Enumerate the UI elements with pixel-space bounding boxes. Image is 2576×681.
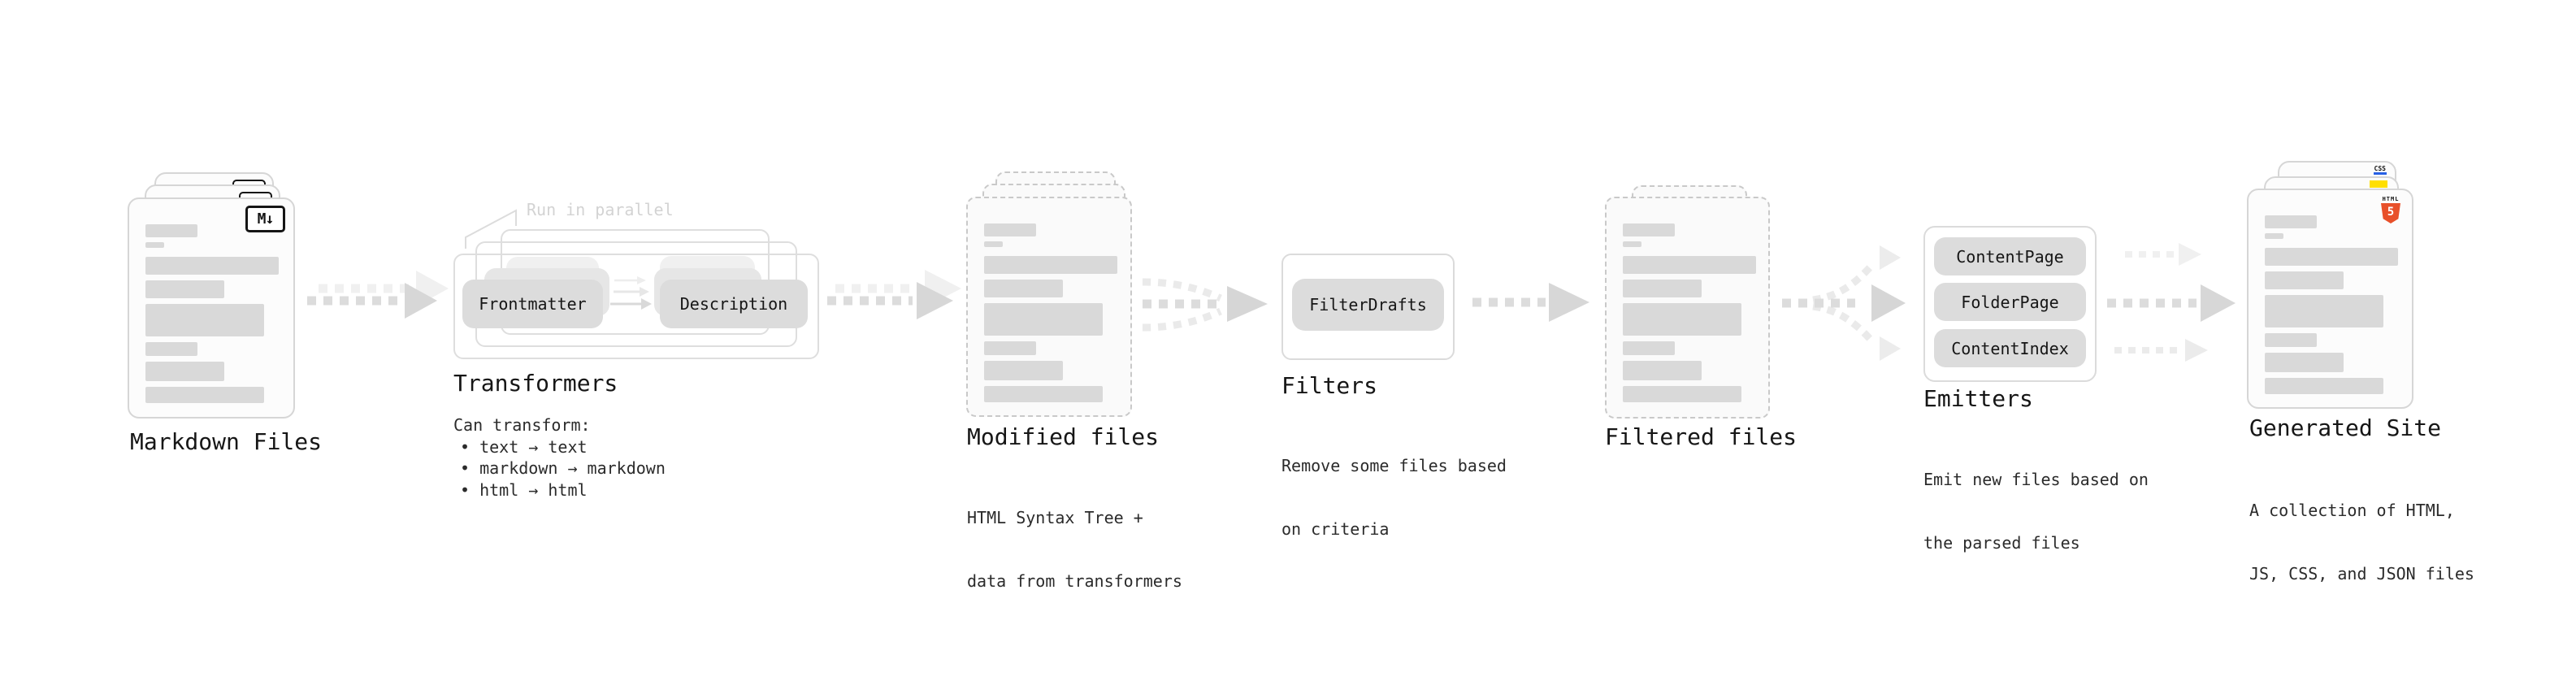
stage-title-filters: Filters (1281, 372, 1378, 399)
placeholder-line (2265, 271, 2344, 289)
parallel-arrows-icon (610, 276, 652, 310)
stage-title-markdown-files: Markdown Files (130, 428, 323, 455)
document-card-front (1605, 197, 1770, 419)
placeholder-line (1623, 303, 1741, 336)
placeholder-line (984, 341, 1036, 355)
placeholder-line (1623, 386, 1741, 402)
placeholder-line (1623, 280, 1702, 297)
stage-title-modified-files: Modified files (967, 423, 1160, 450)
html5-badge-shield: 5 (2381, 203, 2400, 223)
placeholder-line (1623, 241, 1641, 247)
stage-description: HTML Syntax Tree + data from transformer… (967, 465, 1182, 634)
stage-title-filtered-files: Filtered files (1605, 423, 1798, 450)
filter-pill-filterdrafts: FilterDrafts (1292, 279, 1444, 331)
placeholder-line (145, 387, 264, 403)
transformers-bullet: • html → html (460, 480, 588, 500)
stage-description: Emit new files based on the parsed files (1923, 427, 2149, 596)
transformer-pill-frontmatter: Frontmatter (462, 280, 603, 328)
transformer-pill-description: Description (660, 280, 808, 328)
placeholder-line (2265, 333, 2317, 347)
placeholder-line (984, 223, 1036, 236)
run-in-parallel-note: Run in parallel (527, 200, 674, 219)
placeholder-line (1623, 256, 1756, 274)
placeholder-line (2265, 295, 2383, 327)
stage-description: Remove some files based on criteria (1281, 413, 1507, 582)
merge-arrow-icon (1142, 278, 1268, 332)
filters-box: FilterDrafts (1281, 254, 1455, 360)
placeholder-line (984, 303, 1103, 336)
placeholder-line (984, 361, 1063, 380)
placeholder-line (145, 257, 279, 275)
placeholder-line (984, 241, 1003, 247)
markdown-badge-icon: M↓ (245, 206, 285, 232)
css-badge-icon: CSS (2373, 166, 2387, 175)
placeholder-line (2265, 233, 2283, 239)
flow-arrows-icon (2107, 243, 2236, 362)
stage-title-emitters: Emitters (1923, 385, 2033, 412)
stage-description: A collection of HTML, JS, CSS, and JSON … (2249, 458, 2474, 627)
flow-arrow-icon (307, 271, 449, 319)
placeholder-line (145, 224, 197, 237)
transformer-box-front (453, 254, 819, 359)
js-badge-icon (2370, 180, 2387, 188)
flow-arrow-icon (827, 270, 961, 319)
placeholder-line (1623, 341, 1675, 355)
placeholder-line (1623, 361, 1702, 380)
transformers-desc-heading: Can transform: (453, 415, 591, 435)
split-arrow-icon (1782, 245, 1906, 361)
description-line: JS, CSS, and JSON files (2249, 564, 2474, 583)
document-card-front: M↓ (128, 197, 295, 419)
placeholder-line (2265, 353, 2344, 372)
html5-badge-label: HTML (2382, 196, 2400, 202)
placeholder-line (145, 280, 224, 298)
placeholder-line (2265, 215, 2317, 228)
transformers-bullet: • text → text (460, 437, 588, 457)
placeholder-line (145, 242, 164, 248)
placeholder-line (2265, 378, 2383, 394)
placeholder-line (145, 362, 224, 381)
description-line: HTML Syntax Tree + (967, 508, 1143, 527)
transformers-bullet: • markdown → markdown (460, 458, 666, 478)
description-line: data from transformers (967, 571, 1182, 591)
emitter-pill-contentpage: ContentPage (1934, 237, 2086, 275)
emitters-box: ContentPage FolderPage ContentIndex (1923, 226, 2097, 382)
emitter-pill-contentindex: ContentIndex (1934, 329, 2086, 367)
description-line: Emit new files based on (1923, 470, 2149, 489)
placeholder-line (145, 342, 197, 356)
placeholder-line (984, 256, 1117, 274)
placeholder-line (984, 386, 1103, 402)
description-line: on criteria (1281, 519, 1390, 539)
description-line: the parsed files (1923, 533, 2080, 553)
stage-title-generated-site: Generated Site (2249, 414, 2442, 441)
html5-badge-icon: HTML 5 (2381, 196, 2400, 223)
document-card-front: HTML 5 (2247, 189, 2413, 409)
stage-title-transformers: Transformers (453, 370, 618, 397)
emitter-pill-folderpage: FolderPage (1934, 283, 2086, 321)
placeholder-line (1623, 223, 1675, 236)
placeholder-line (145, 304, 264, 336)
callout-line-icon (465, 209, 517, 249)
description-line: Remove some files based (1281, 456, 1507, 475)
document-card-front (966, 197, 1132, 417)
description-line: A collection of HTML, (2249, 501, 2455, 520)
placeholder-line (984, 280, 1063, 297)
flow-arrow-icon (1472, 283, 1589, 322)
placeholder-line (2265, 248, 2398, 266)
